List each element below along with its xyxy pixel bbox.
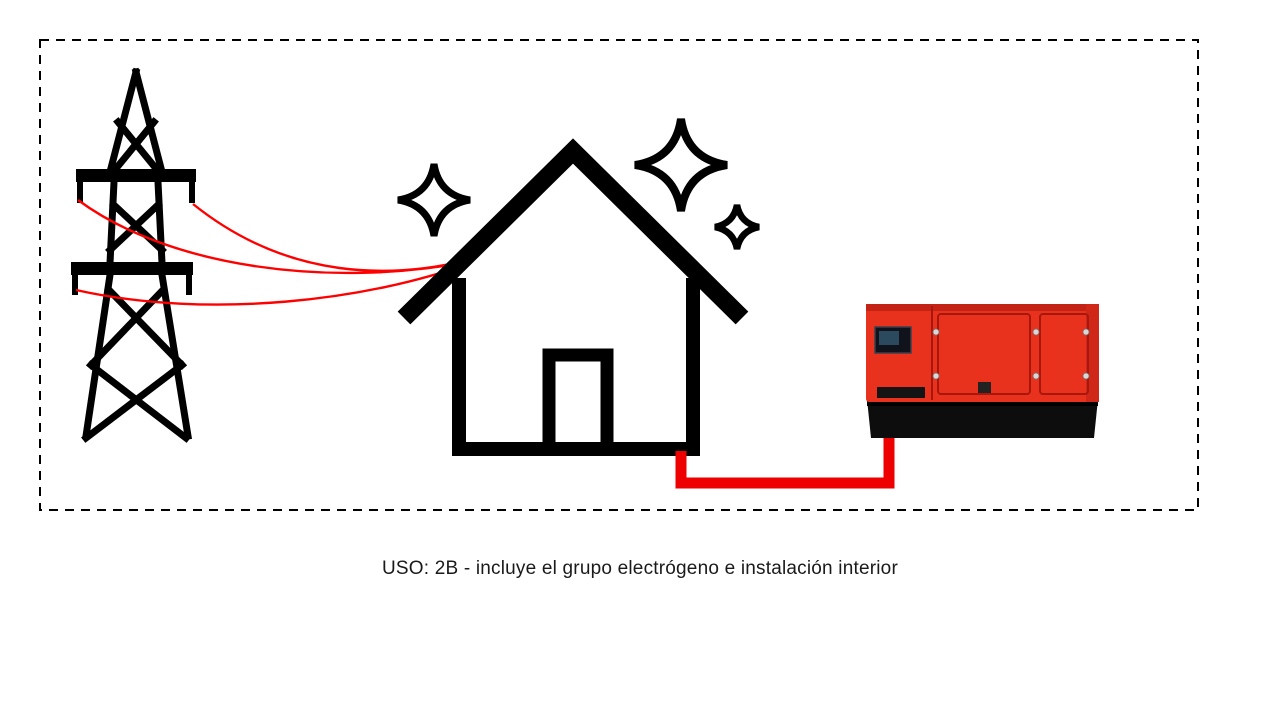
generator-display-screen [879,331,899,345]
generator-base-lip [867,399,1098,406]
power-line-wires [75,199,471,306]
house-door [542,348,614,449]
hinge-dot [1082,328,1090,336]
diesel-generator-image [866,304,1099,438]
generator-base [867,399,1098,438]
tower-leg [131,67,167,177]
generator-door-right [1039,313,1089,395]
tower-lattice [104,285,187,370]
power-wire [75,261,471,306]
sparkle-icon [714,204,760,250]
tower-brace [105,200,163,255]
generator-hinges [932,328,1090,380]
sparkles [397,118,760,250]
hinge-dot [1032,372,1040,380]
caption-text: USO: 2B - incluye el grupo electrógeno e… [382,558,898,579]
dashed-border [39,39,1199,511]
sparkle-icon [397,163,471,237]
generator-air-vent [877,387,925,398]
generator-latch-handle [978,382,991,393]
generator-door-left [937,313,1031,395]
transmission-tower-icon [71,67,196,443]
tower-lattice [81,360,187,443]
generator-cable [675,428,895,489]
power-wire [192,203,469,273]
hinge-dot [1082,372,1090,380]
house-icon [397,138,749,456]
generator-side-shade [1086,304,1099,402]
tower-brace [109,117,159,176]
hinge-dot [932,328,940,336]
house-walls [452,278,700,456]
hinge-dot [1032,328,1040,336]
sparkle-icon [634,118,728,212]
hinge-dot [932,372,940,380]
tower-upper-crossarm [76,169,196,182]
tower-leg [105,67,141,177]
generator-top-edge [866,304,1099,311]
house-roof [397,138,749,325]
tower-lower-crossarm [71,262,193,275]
